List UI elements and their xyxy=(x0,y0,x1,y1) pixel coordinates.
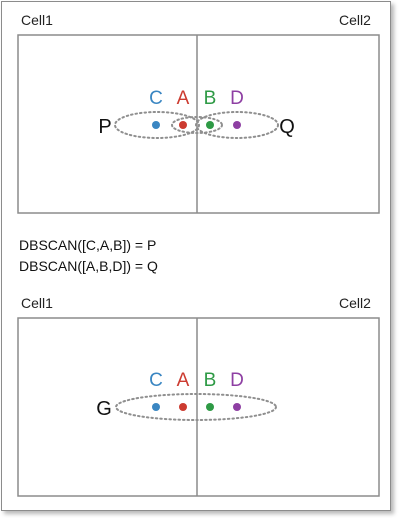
bottom-point-label-a: A xyxy=(177,370,190,391)
bottom-point-b xyxy=(206,403,214,411)
bottom-point-d xyxy=(233,403,241,411)
top-panel-box xyxy=(17,34,380,214)
top-point-label-b: B xyxy=(204,88,217,109)
top-overlap-ab-outline xyxy=(171,116,223,134)
bottom-point-label-d: D xyxy=(230,370,244,391)
top-cluster-q-label: Q xyxy=(279,116,295,138)
bottom-point-label-c: C xyxy=(149,370,163,391)
top-point-label-d: D xyxy=(230,88,244,109)
caption-p: DBSCAN([C,A,B]) = P xyxy=(19,237,157,253)
top-cell1-label: Cell1 xyxy=(21,12,53,28)
bottom-cluster-g-label: G xyxy=(96,398,112,420)
bottom-cell1-label: Cell1 xyxy=(21,295,53,311)
top-point-a xyxy=(179,121,187,129)
top-cell2-label: Cell2 xyxy=(339,12,371,28)
top-point-c xyxy=(152,121,160,129)
top-cluster-p-label: P xyxy=(98,116,111,138)
top-cluster-p-outline xyxy=(114,111,200,139)
bottom-cluster-g-outline xyxy=(115,393,277,421)
caption-q: DBSCAN([A,B,D]) = Q xyxy=(19,258,158,274)
top-point-d xyxy=(233,121,241,129)
bottom-panel-box xyxy=(17,317,380,497)
top-point-label-a: A xyxy=(177,88,190,109)
bottom-point-label-b: B xyxy=(204,370,217,391)
figure-frame xyxy=(1,1,391,511)
bottom-point-c xyxy=(152,403,160,411)
top-cluster-q-outline xyxy=(195,111,279,139)
top-point-b xyxy=(206,121,214,129)
bottom-cell2-label: Cell2 xyxy=(339,295,371,311)
bottom-point-a xyxy=(179,403,187,411)
top-point-label-c: C xyxy=(149,88,163,109)
